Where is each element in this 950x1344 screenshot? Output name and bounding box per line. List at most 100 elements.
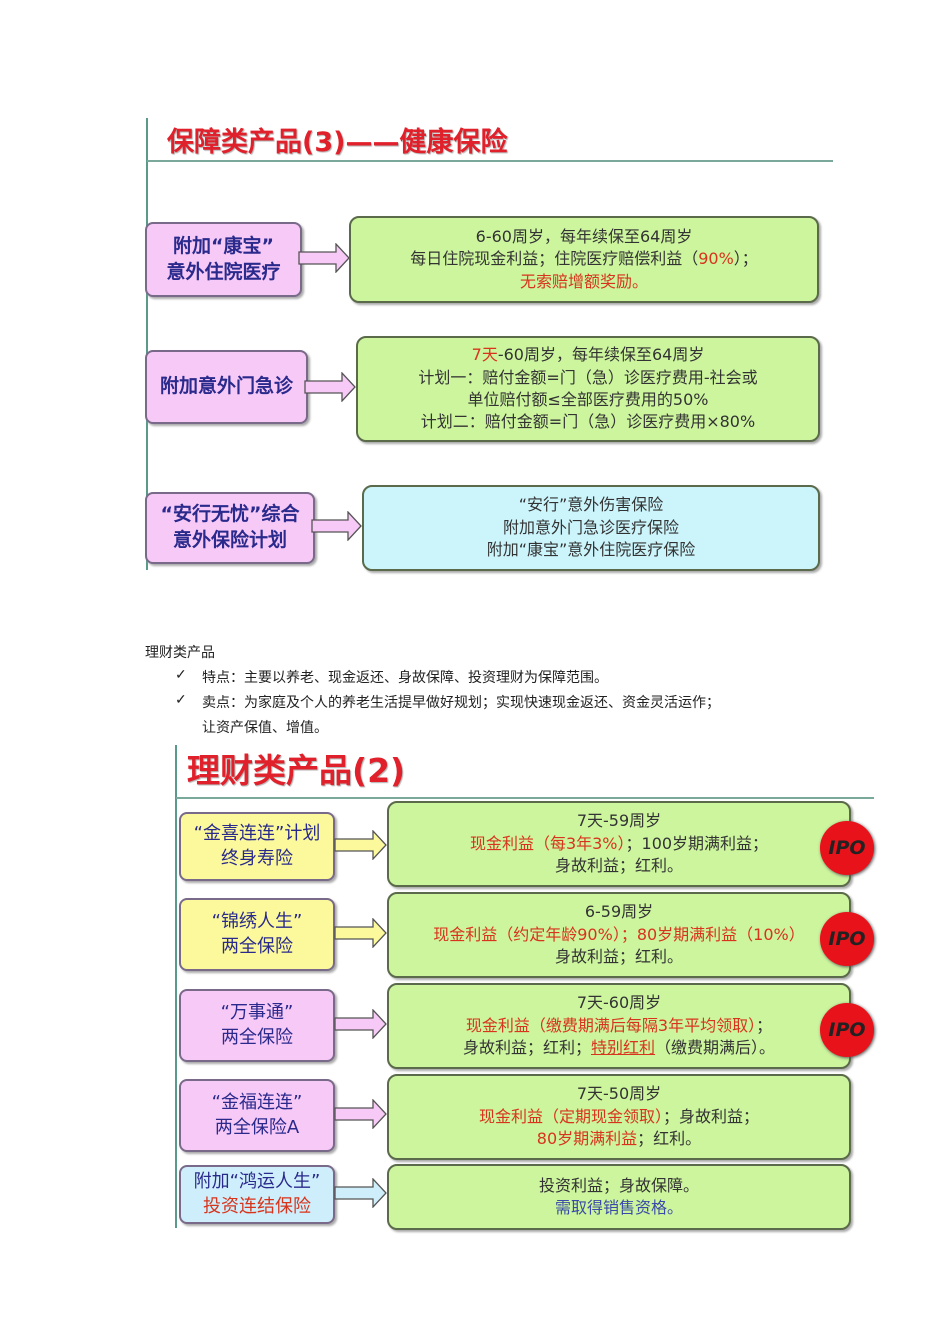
slide2-left-rule <box>175 745 177 1228</box>
slide2-title: 理财类产品(2) <box>187 751 406 790</box>
text-segment: 两全保险A <box>214 1116 300 1138</box>
text-segment: （缴费期满后）。 <box>655 1038 776 1058</box>
text-line: 现金利益（每3年3%）；100岁期满利益； <box>470 833 768 855</box>
text-line: 计划二：赔付金额=门（急）诊医疗费用×80% <box>421 411 755 433</box>
ipo-badge: IPO <box>820 912 874 966</box>
text-segment: 附加意外门急诊医疗保险 <box>502 517 679 537</box>
text-line: 单位赔付额≤全部医疗费用的50% <box>468 389 709 411</box>
text-segment: 单位赔付额≤全部医疗费用的50% <box>467 390 709 409</box>
text-line: 两全保险 <box>221 935 293 959</box>
text-line: 6-60周岁，每年续保至64周岁 <box>476 226 693 248</box>
text-segment: 7天-59周岁 <box>576 811 662 831</box>
text-line: “金喜连连”计划 <box>194 822 321 846</box>
product-name-line: “安行无忧”综合 <box>160 503 300 526</box>
text-segment: ； <box>756 1015 773 1035</box>
text-segment: 投资连结保险 <box>203 1195 311 1217</box>
text-line: 身故利益；红利；特别红利（缴费期满后）。 <box>463 1037 775 1059</box>
benefit-box: “安行”意外伤害保险附加意外门急诊医疗保险附加“康宝”意外住院医疗保险 <box>362 485 820 571</box>
text-line: 附加“鸿运人生” <box>194 1170 321 1194</box>
text-segment: 附加“鸿运人生” <box>193 1171 321 1193</box>
product-box: “锦绣人生”两全保险 <box>179 898 335 971</box>
slide1-left-rule <box>146 118 148 570</box>
text-line: 身故利益；红利。 <box>555 855 683 877</box>
text-segment: “安行”意外伤害保险 <box>518 495 664 515</box>
slide2-title-rule <box>176 797 874 799</box>
text-line: 7天-59周岁 <box>577 810 661 832</box>
text-segment: 身故利益；红利。 <box>554 856 683 876</box>
text-segment: “万事通” <box>220 1002 294 1024</box>
product-box: 附加意外门急诊 <box>145 350 308 424</box>
text-line: 现金利益（约定年龄90%）；80岁期满利益（10%） <box>433 924 805 946</box>
arrow-icon <box>334 1176 387 1209</box>
bullet-text: 让资产保值、增值。 <box>202 720 328 736</box>
benefit-box: 6-60周岁，每年续保至64周岁每日住院现金利益；住院医疗赔偿利益（90%）；无… <box>349 216 819 303</box>
benefit-box: 投资利益；身故保障。需取得销售资格。 <box>387 1164 851 1230</box>
arrow-icon <box>304 371 356 403</box>
text-segment: 现金利益（约定年龄90%）；80岁期满利益（10%） <box>433 924 805 944</box>
arrow-icon <box>311 510 362 542</box>
product-box: “金福连连”两全保险A <box>179 1079 335 1152</box>
product-box: “金喜连连”计划终身寿险 <box>179 812 335 881</box>
benefit-box: 6-59周岁现金利益（约定年龄90%）；80岁期满利益（10%）身故利益；红利。 <box>387 892 851 978</box>
ipo-badge: IPO <box>820 1003 874 1057</box>
text-line: 投资利益；身故保障。 <box>539 1175 699 1197</box>
text-line: “万事通” <box>221 1001 294 1025</box>
text-line: 80岁期满利益；红利。 <box>537 1128 701 1150</box>
checkmark-icon: ✓ <box>175 692 187 708</box>
text-segment: ；红利。 <box>637 1129 702 1149</box>
text-line: 两全保险A <box>215 1116 299 1140</box>
text-segment: 7天 <box>471 345 498 365</box>
product-box: 附加“鸿运人生”投资连结保险 <box>179 1165 335 1224</box>
text-line: “安行”意外伤害保险 <box>519 494 664 516</box>
text-line: 7天-60周岁 <box>577 992 661 1014</box>
text-segment: 计划二：赔付金额=门（急）诊医疗费用×80% <box>420 412 756 432</box>
benefit-box: 7天-59周岁现金利益（每3年3%）；100岁期满利益；身故利益；红利。 <box>387 801 851 887</box>
product-box: “安行无忧”综合意外保险计划 <box>145 492 315 564</box>
text-line: 现金利益（缴费期满后每隔3年平均领取）； <box>466 1015 772 1037</box>
text-segment: 无索赔增额奖励。 <box>519 271 648 291</box>
text-line: 投资连结保险 <box>203 1195 311 1219</box>
slide1-title: 保障类产品(3)——健康保险 <box>167 127 508 158</box>
slide1-title-rule <box>147 160 833 162</box>
text-segment: -60周岁，每年续保至64周岁 <box>497 345 705 365</box>
text-line: 6-59周岁 <box>585 901 653 923</box>
text-segment: 7天-50周岁 <box>576 1084 662 1104</box>
text-line: 终身寿险 <box>221 847 293 871</box>
text-segment: 每日住院现金利益；住院医疗赔偿利益（ <box>410 249 699 269</box>
text-line: 附加“康宝”意外住院医疗保险 <box>487 539 696 561</box>
text-segment: 特别红利 <box>590 1038 655 1058</box>
ipo-badge: IPO <box>820 821 874 875</box>
bullet-text: 卖点：为家庭及个人的养老生活提早做好规划；实现快速现金返还、资金灵活运作； <box>202 695 720 711</box>
arrow-icon <box>298 242 350 274</box>
text-line: 附加意外门急诊医疗保险 <box>503 517 679 539</box>
text-segment: “锦绣人生” <box>211 911 303 933</box>
arrow-icon <box>334 1007 387 1040</box>
text-segment: 投资利益；身故保障。 <box>538 1175 699 1195</box>
product-name-line: 意外住院医疗 <box>166 260 281 283</box>
product-name-line: 意外保险计划 <box>172 529 287 551</box>
text-segment: 6-59周岁 <box>584 902 654 922</box>
text-line: “锦绣人生” <box>212 910 303 934</box>
text-segment: “金福连连” <box>211 1092 303 1114</box>
text-segment: 6-60周岁，每年续保至64周岁 <box>475 226 693 246</box>
text-line: 需取得销售资格。 <box>555 1197 683 1219</box>
text-segment: 80岁期满利益 <box>536 1129 638 1149</box>
text-segment: 终身寿险 <box>221 847 293 869</box>
benefit-box: 7天-60周岁现金利益（缴费期满后每隔3年平均领取）；身故利益；红利；特别红利（… <box>387 983 851 1069</box>
text-line: 两全保险 <box>221 1026 293 1050</box>
text-segment: 现金利益（定期现金领取） <box>478 1106 663 1126</box>
text-line: “金福连连” <box>212 1091 303 1115</box>
arrow-icon <box>334 828 387 861</box>
product-name-line: 附加意外门急诊 <box>159 375 293 398</box>
text-line: 7天-50周岁 <box>577 1083 661 1105</box>
text-segment: 两全保险 <box>221 935 293 957</box>
text-segment: 7天-60周岁 <box>576 993 662 1013</box>
text-segment: 附加“康宝”意外住院医疗保险 <box>486 540 696 560</box>
text-segment: ；身故利益； <box>663 1106 760 1126</box>
product-box: “万事通”两全保险 <box>179 989 335 1062</box>
checkmark-icon: ✓ <box>175 667 187 683</box>
text-line: 现金利益（定期现金领取）；身故利益； <box>479 1106 759 1128</box>
text-segment: ）； <box>733 249 758 269</box>
product-name-line: 附加“康宝” <box>173 234 274 257</box>
